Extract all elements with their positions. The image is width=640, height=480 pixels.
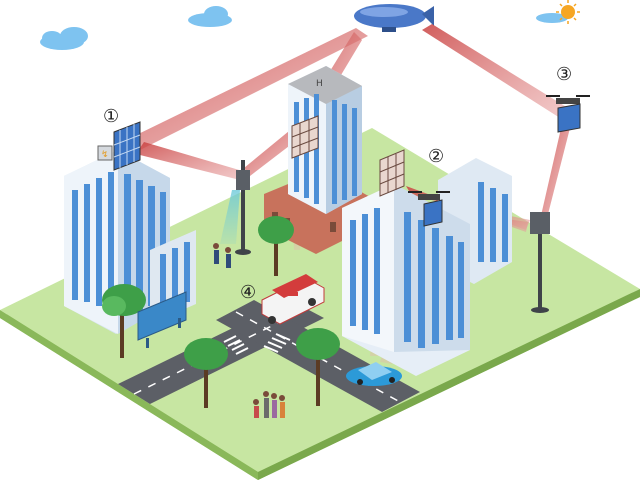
- svg-text:H: H: [316, 79, 323, 89]
- ambulance-icon: [261, 274, 325, 325]
- drone-icon: [408, 191, 450, 227]
- label-four: ④: [240, 282, 256, 303]
- pedestrian-group-icon: [213, 243, 231, 268]
- ris-panel-icon: ↯: [97, 121, 141, 171]
- office-building-left: [64, 150, 196, 334]
- label-three: ③: [556, 64, 572, 85]
- ris-panel-icon: [291, 115, 319, 159]
- ris-panel-icon: [379, 149, 405, 197]
- billboard-icon: [137, 291, 187, 348]
- cell-tower-icon: [235, 160, 251, 255]
- label-two: ②: [428, 146, 444, 167]
- drone-icon: [546, 95, 590, 133]
- cloud-icon: [536, 13, 568, 23]
- tree-icon: [102, 284, 146, 358]
- label-one: ①: [103, 106, 119, 127]
- cloud-icon: [40, 27, 88, 50]
- blimp-icon: [354, 4, 434, 32]
- sun-icon: [556, 0, 580, 24]
- tree-icon: [296, 328, 340, 406]
- car-icon: [346, 362, 402, 386]
- tree-icon: [184, 338, 228, 408]
- cell-tower-icon: [530, 212, 550, 313]
- svg-text:↯: ↯: [101, 150, 109, 160]
- tree-icon: [258, 216, 294, 276]
- cloud-icon: [188, 6, 232, 27]
- pedestrian-group-icon: [253, 391, 285, 418]
- office-building-right: [342, 158, 512, 376]
